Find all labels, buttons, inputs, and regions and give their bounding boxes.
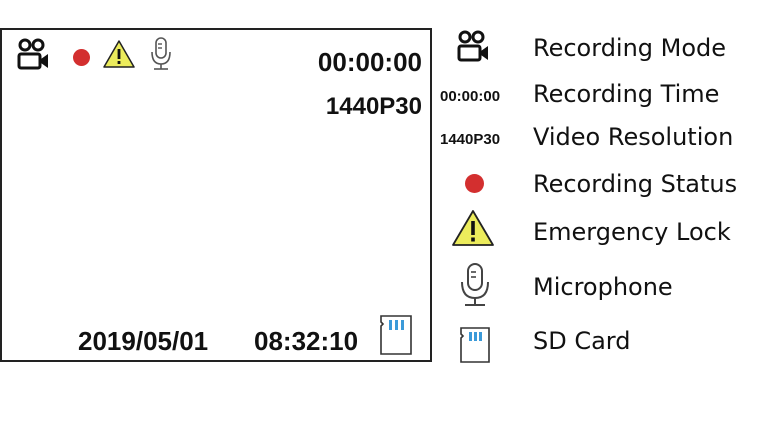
legend-label-recording-status: Recording Status (533, 170, 738, 198)
emergency-lock-icon (102, 39, 136, 69)
legend-label-video-resolution: Video Resolution (533, 123, 734, 151)
recording-time: 00:00:00 (317, 47, 422, 77)
video-camera-icon (16, 38, 50, 72)
sd-card-icon (379, 314, 413, 356)
legend-label-emergency-lock: Emergency Lock (533, 218, 731, 246)
legend-label-sd-card: SD Card (533, 327, 631, 355)
time-stamp: 08:32:10 (254, 326, 359, 356)
legend-warning-triangle-icon (451, 209, 495, 247)
legend-microphone-icon (459, 262, 491, 308)
video-resolution: 1440P30 (325, 93, 422, 120)
legend-label-recording-time: Recording Time (533, 80, 720, 108)
legend-video-camera-icon (455, 30, 491, 64)
legend-recording-dot-icon (465, 174, 484, 193)
legend-label-microphone: Microphone (533, 273, 673, 301)
legend-time-text: 00:00:00 (440, 88, 501, 105)
microphone-icon (149, 36, 173, 72)
date-stamp: 2019/05/01 (78, 326, 209, 356)
legend-label-recording-mode: Recording Mode (533, 34, 727, 62)
legend-resolution-text: 1440P30 (440, 131, 501, 148)
dashcam-screen: 00:00:00 1440P30 2019/05/01 08:32:10 (0, 28, 432, 362)
recording-dot-icon (73, 49, 90, 66)
legend-sd-card-icon (458, 325, 492, 365)
